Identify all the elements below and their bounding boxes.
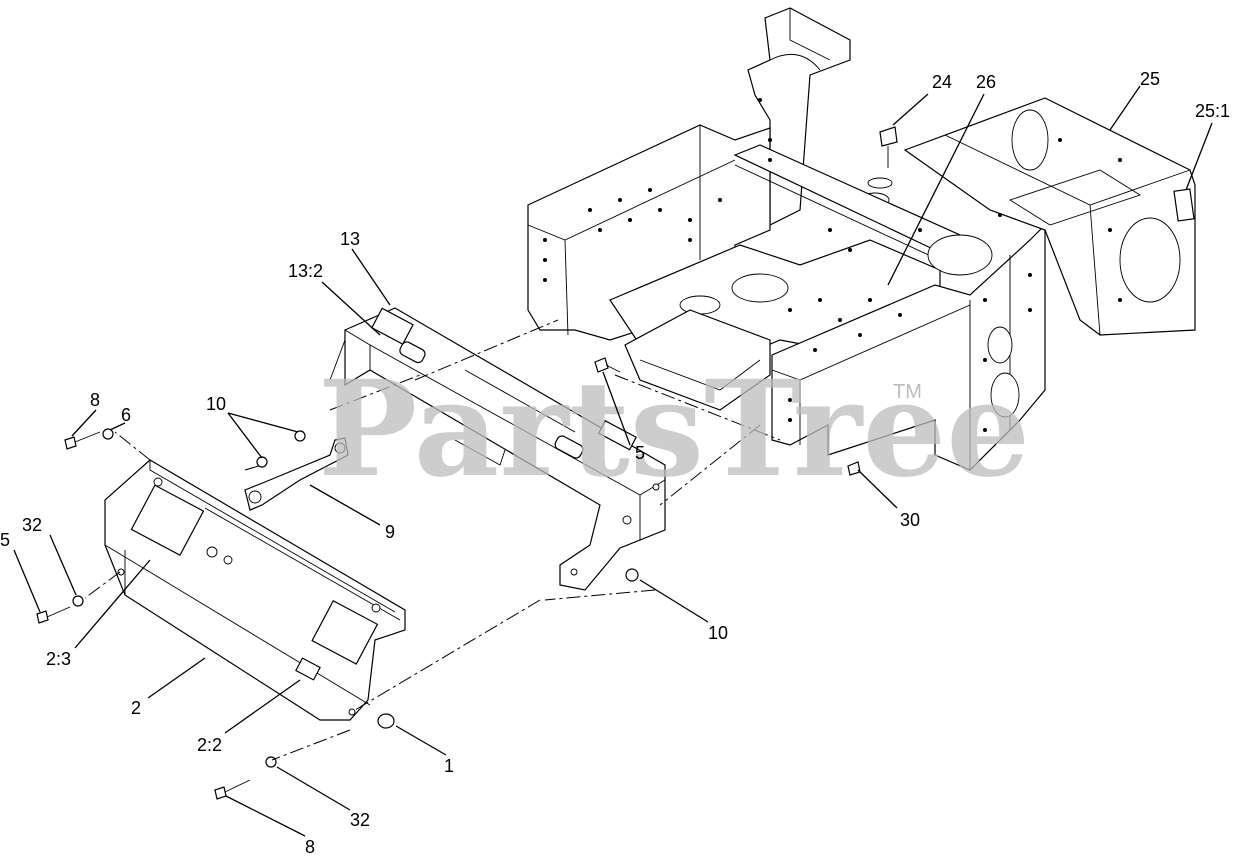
callout-label: 10 [206,394,226,414]
callout-label: 32 [22,515,42,535]
callout-label: 26 [976,72,996,92]
callout-label: 1 [444,756,454,776]
callout-label: 13 [340,229,360,249]
front-bar-drawing [329,307,666,591]
leader-lines [13,85,1213,837]
assembly-lines [84,319,781,761]
callout-label: 5 [0,530,10,550]
watermark-trademark: TM [893,381,922,403]
callout-label: 25:1 [1195,101,1230,121]
callout-label: 13:2 [288,261,323,281]
main-frame-drawing [527,7,1196,471]
callout-label: 30 [900,510,920,530]
callout-label: 25 [1140,69,1160,89]
callout-label: 8 [90,390,100,410]
callout-label: 2:2 [197,735,222,755]
watermark-text: PartsTree [318,352,1030,507]
callout-labels: 24 26 25 25:1 13 13:2 10 8 6 5 9 30 32 5… [0,69,1230,857]
callout-label: 5 [635,443,645,463]
brace-drawing [244,437,349,511]
callout-label: 32 [350,810,370,830]
callout-label: 6 [121,405,131,425]
callout-label: 9 [385,522,395,542]
callout-label: 8 [305,837,315,857]
callout-label: 24 [932,72,952,92]
callout-label: 2 [131,698,141,718]
callout-label: 2:3 [46,649,71,669]
callout-label: 10 [708,623,728,643]
front-panel-drawing [104,459,406,721]
